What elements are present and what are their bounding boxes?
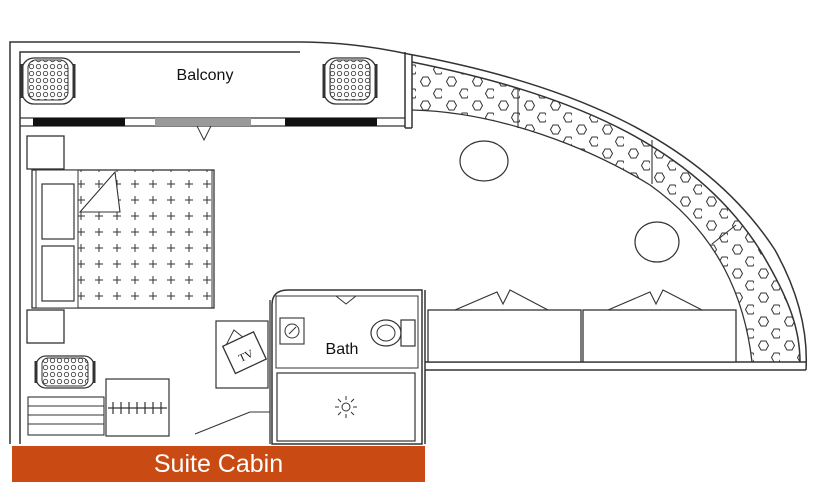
nightstand-bottom [26,309,65,344]
shower-head-icon [335,396,357,418]
pillow [41,245,75,302]
tv-label: TV [237,348,255,365]
sofa [427,289,737,363]
balcony-chair-left [20,57,76,105]
entry-door [194,300,271,444]
balcony-chair-right [322,57,378,105]
cabin-title-banner: Suite Cabin [12,446,425,482]
bed [26,135,215,344]
nightstand-top [26,135,65,170]
coffee-table [634,221,680,263]
bathroom: Bath [271,289,423,445]
coffee-table [459,140,509,182]
balcony-label: Balcony [177,67,234,84]
window-panel [285,118,377,126]
window-panel [33,118,125,126]
bath-label: Bath [326,341,359,358]
sliding-door [155,118,251,126]
tv-cabinet: TV [215,320,269,389]
balcony-area: Balcony [20,67,405,142]
pillow [41,183,75,240]
toilet [370,319,416,347]
cabin-title: Suite Cabin [153,449,284,478]
lounge-chair [34,355,96,389]
shower [276,372,416,442]
dresser [27,396,105,436]
closet [105,378,170,437]
